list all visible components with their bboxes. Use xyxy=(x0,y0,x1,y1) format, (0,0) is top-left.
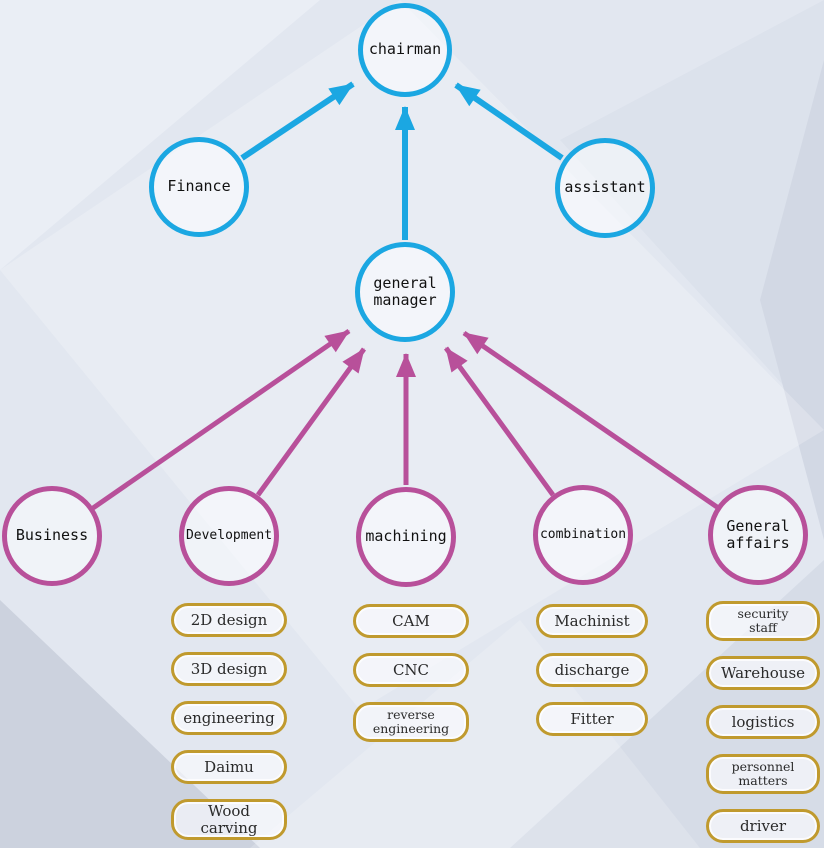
node-combination: combination xyxy=(533,485,633,585)
node-chairman: chairman xyxy=(358,3,452,97)
pill-engineering: engineering xyxy=(171,701,287,735)
node-assistant-label: assistant xyxy=(564,178,646,197)
pill-cam: CAM xyxy=(353,604,469,638)
node-assistant: assistant xyxy=(555,138,655,238)
combination-subunits: Machinist discharge Fitter xyxy=(536,604,648,736)
pill-personnel-matters: personnel matters xyxy=(706,754,820,794)
pill-cnc: CNC xyxy=(353,653,469,687)
node-combination-label: combination xyxy=(539,526,627,542)
pill-reverse-engineering: reverse engineering xyxy=(353,702,469,742)
node-general-affairs-label: General affairs xyxy=(726,516,790,552)
node-general-manager: general manager xyxy=(355,242,455,342)
node-development-label: Development xyxy=(185,527,273,543)
pill-2d-design: 2D design xyxy=(171,603,287,637)
node-machining-label: machining xyxy=(365,527,447,546)
node-business-label: Business xyxy=(15,526,89,545)
pill-logistics: logistics xyxy=(706,705,820,739)
node-general-affairs: General affairs xyxy=(708,485,808,585)
pill-daimu: Daimu xyxy=(171,750,287,784)
pill-security-staff: security staff xyxy=(706,601,820,641)
machining-subunits: CAM CNC reverse engineering xyxy=(353,604,469,742)
pill-fitter: Fitter xyxy=(536,702,648,736)
pill-discharge: discharge xyxy=(536,653,648,687)
node-development: Development xyxy=(179,486,279,586)
node-finance-label: Finance xyxy=(167,177,231,196)
pill-wood-carving: Wood carving xyxy=(171,799,287,840)
pill-driver: driver xyxy=(706,809,820,843)
node-general-manager-label: general manager xyxy=(373,273,437,309)
development-subunits: 2D design 3D design engineering Daimu Wo… xyxy=(171,603,287,840)
node-business: Business xyxy=(2,486,102,586)
node-chairman-label: chairman xyxy=(368,40,442,59)
node-machining: machining xyxy=(356,487,456,587)
pill-warehouse: Warehouse xyxy=(706,656,820,690)
pill-3d-design: 3D design xyxy=(171,652,287,686)
node-finance: Finance xyxy=(149,137,249,237)
pill-machinist: Machinist xyxy=(536,604,648,638)
general-affairs-subunits: security staff Warehouse logistics perso… xyxy=(706,601,820,843)
